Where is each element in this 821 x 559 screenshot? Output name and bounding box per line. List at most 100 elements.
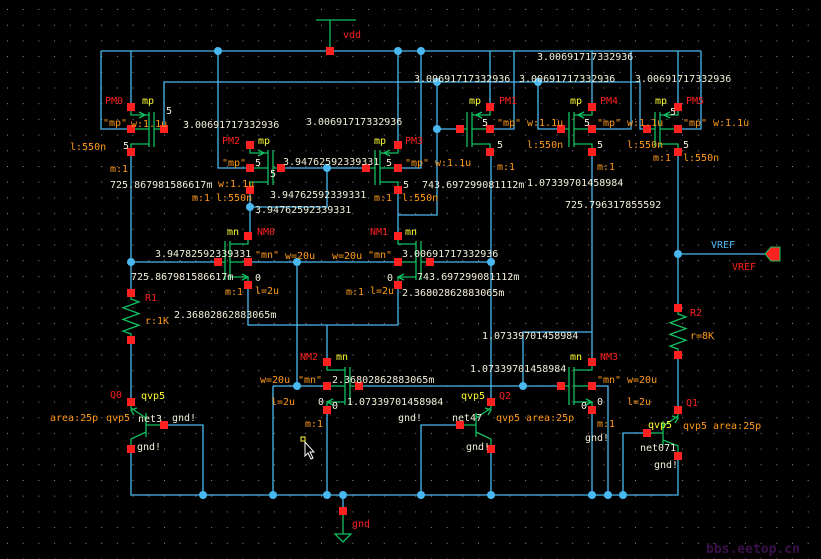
pin[interactable] <box>355 382 363 390</box>
pin[interactable] <box>674 406 682 414</box>
pin[interactable] <box>456 125 464 133</box>
pin[interactable] <box>127 289 135 297</box>
pin[interactable] <box>323 382 331 390</box>
terminal-value: 5 <box>403 180 409 191</box>
pin[interactable] <box>214 258 222 266</box>
r1-labels: R1 r:1K <box>145 293 169 327</box>
cell-name: mp <box>258 136 270 147</box>
pin[interactable] <box>487 445 495 453</box>
pin[interactable] <box>394 281 402 289</box>
pin[interactable] <box>674 351 682 359</box>
pin[interactable] <box>323 406 331 414</box>
pin[interactable] <box>674 452 682 460</box>
pin[interactable] <box>394 258 402 266</box>
terminal-value: 5 <box>584 118 590 129</box>
pin[interactable] <box>643 125 651 133</box>
wire[interactable] <box>490 152 768 410</box>
model-name: "mp" <box>497 118 521 129</box>
pin[interactable] <box>557 382 565 390</box>
pin[interactable] <box>246 186 254 194</box>
pin[interactable] <box>588 406 596 414</box>
gnd-symbol[interactable]: gnd <box>333 507 370 543</box>
r2-resistor-symbol[interactable] <box>668 308 688 355</box>
nm2-nmos-symbol[interactable] <box>325 362 359 410</box>
nm3-nmos-symbol[interactable] <box>561 362 594 410</box>
pin[interactable] <box>588 358 596 366</box>
q2-bjt-symbol[interactable] <box>460 402 492 449</box>
pin[interactable] <box>127 148 135 156</box>
pin[interactable] <box>244 232 252 240</box>
pin[interactable] <box>557 125 565 133</box>
r1-resistor-symbol[interactable] <box>121 293 141 340</box>
cell-name: mp <box>142 96 154 107</box>
pin[interactable] <box>588 103 596 111</box>
op-value: 2.36802862883065m <box>402 288 504 299</box>
wire[interactable] <box>247 262 399 386</box>
pm0-pmos-symbol[interactable] <box>130 107 164 152</box>
pin[interactable] <box>246 141 254 149</box>
cell-name: qvp5 <box>141 391 165 402</box>
q0-bjt-symbol[interactable] <box>130 402 164 449</box>
wire[interactable] <box>130 152 491 293</box>
q1-bjt-symbol[interactable] <box>647 410 679 456</box>
cell-name: qvp5 <box>461 391 485 402</box>
nm0-nmos-symbol[interactable] <box>218 236 250 285</box>
pin[interactable] <box>277 164 285 172</box>
pin[interactable] <box>426 258 434 266</box>
pin[interactable] <box>394 164 402 172</box>
width-param: w:1.1u <box>131 119 167 130</box>
pin[interactable] <box>674 125 682 133</box>
wire[interactable] <box>489 51 632 130</box>
pin[interactable] <box>456 421 464 429</box>
pin[interactable] <box>244 258 252 266</box>
pin[interactable] <box>394 141 402 149</box>
pin[interactable] <box>394 186 402 194</box>
pin[interactable] <box>127 103 135 111</box>
wire[interactable] <box>217 51 422 169</box>
pin[interactable] <box>486 125 494 133</box>
vdd-symbol[interactable]: vdd <box>316 19 361 55</box>
pin[interactable] <box>127 445 135 453</box>
pin[interactable] <box>323 358 331 366</box>
wire[interactable] <box>100 51 702 130</box>
width-param: w:1.1u <box>218 179 254 190</box>
pin[interactable] <box>588 125 596 133</box>
op-value: 1.07339701458984 <box>470 364 566 375</box>
pin[interactable] <box>160 125 168 133</box>
pin[interactable] <box>674 304 682 312</box>
pin[interactable] <box>127 125 135 133</box>
wire[interactable] <box>164 424 647 495</box>
pin[interactable] <box>674 148 682 156</box>
model-name: "mp" <box>405 158 429 169</box>
pin[interactable] <box>588 382 596 390</box>
instance-name: Q1 <box>686 398 698 409</box>
pin[interactable] <box>246 164 254 172</box>
junction-dot <box>127 258 135 266</box>
pin[interactable] <box>394 232 402 240</box>
pin[interactable] <box>127 398 135 406</box>
cell-name: mp <box>655 96 667 107</box>
multiplier-param: m:1 <box>497 162 515 173</box>
pin[interactable] <box>674 103 682 111</box>
nm1-nmos-symbol[interactable] <box>396 236 430 285</box>
net-label: net071 <box>640 443 676 454</box>
pm1-pmos-symbol[interactable] <box>460 107 491 152</box>
pm2-pmos-symbol[interactable] <box>249 145 281 190</box>
vref-pin[interactable]: VREF VREF <box>711 240 781 273</box>
bias-rail[interactable] <box>163 81 647 130</box>
pin[interactable] <box>127 336 135 344</box>
pm4-pmos-symbol[interactable] <box>561 107 593 152</box>
pin[interactable] <box>486 148 494 156</box>
pin[interactable] <box>362 164 370 172</box>
pin[interactable] <box>244 281 252 289</box>
length-param: l:550n <box>70 142 106 153</box>
pin[interactable] <box>487 398 495 406</box>
pm5-pmos-symbol[interactable] <box>647 107 679 152</box>
pin[interactable] <box>486 103 494 111</box>
pin[interactable] <box>160 421 168 429</box>
pin[interactable] <box>588 148 596 156</box>
pin[interactable] <box>643 429 651 437</box>
pm3-pmos-symbol[interactable] <box>366 145 399 190</box>
wire[interactable] <box>522 152 609 495</box>
